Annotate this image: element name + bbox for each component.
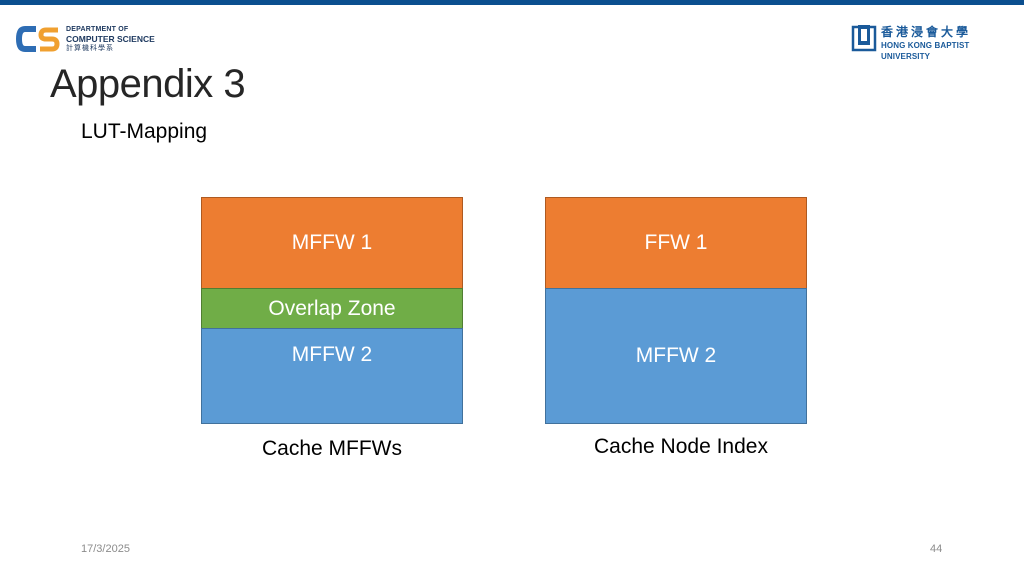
slide-subtitle: LUT-Mapping [81, 120, 208, 143]
top-accent-bar [0, 0, 1024, 5]
dept-logo-line3: 計算機科學系 [66, 45, 114, 52]
footer-date: 17/3/2025 [81, 543, 130, 555]
uni-logo-chinese: 香港浸會大學 [881, 25, 972, 39]
left-mffw1-label: MFFW 1 [291, 231, 373, 254]
left-caption: Cache MFFWs [261, 437, 402, 460]
right-mffw2-block: MFFW 2 [545, 288, 807, 424]
university-logo: 香港浸會大學 HONG KONG BAPTIST UNIVERSITY [851, 24, 1011, 61]
left-mffw2-block: MFFW 2 [201, 328, 463, 424]
left-mffw1-block: MFFW 1 [201, 197, 463, 289]
dept-logo-line1: DEPARTMENT OF [66, 26, 129, 33]
left-overlap-zone-label: Overlap Zone [268, 296, 396, 320]
right-ffw1-label: FFW 1 [644, 231, 708, 254]
right-caption: Cache Node Index [594, 435, 768, 458]
uni-logo-english: HONG KONG BAPTIST UNIVERSITY [881, 41, 970, 61]
slide-title: Appendix 3 [50, 62, 246, 106]
dept-logo-line2: COMPUTER SCIENCE [66, 34, 155, 44]
right-mffw2-label: MFFW 2 [635, 344, 717, 367]
page-number: 44 [930, 543, 943, 555]
left-mffw2-label: MFFW 2 [291, 343, 373, 366]
left-overlap-zone-block: Overlap Zone [201, 288, 463, 329]
cs-logo-icon [16, 26, 60, 52]
department-logo: DEPARTMENT OF COMPUTER SCIENCE 計算機科學系 [16, 24, 156, 54]
hkbu-emblem-icon [851, 25, 877, 52]
right-ffw1-block: FFW 1 [545, 197, 807, 289]
